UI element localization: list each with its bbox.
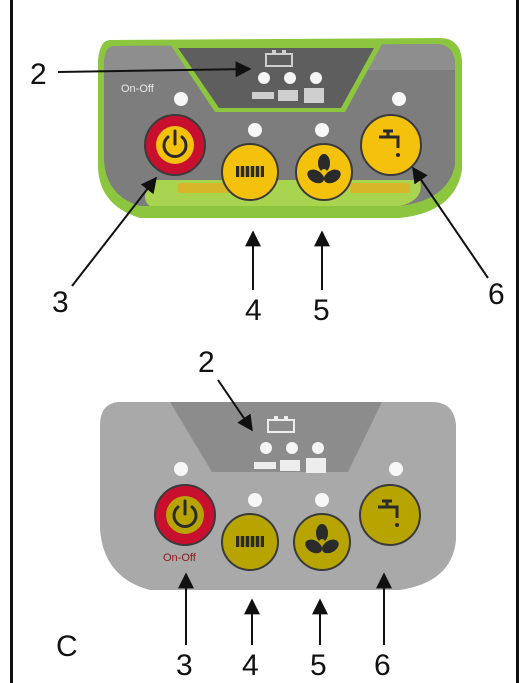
eco-label-left xyxy=(178,183,238,193)
water-tap-icon-bottom xyxy=(378,499,399,527)
display-window-top-inner xyxy=(178,48,374,108)
led-onoff-bottom xyxy=(174,462,188,476)
callout-5-top: 5 xyxy=(313,294,330,327)
led-heater-top xyxy=(248,123,262,137)
led-fan-top xyxy=(315,123,329,137)
callouts-top: 2 3 4 5 6 xyxy=(30,58,505,327)
power-icon xyxy=(162,129,188,158)
eco-label-right xyxy=(350,183,410,193)
power-button-bottom[interactable] xyxy=(154,484,216,546)
fan-icon-bottom xyxy=(305,524,339,554)
fan-button-top[interactable] xyxy=(295,143,353,201)
onoff-label-top: On-Off xyxy=(121,83,155,95)
water-tap-icon xyxy=(379,129,400,157)
fan-button-bottom[interactable] xyxy=(293,513,351,571)
level-bar-2-bottom xyxy=(280,460,300,471)
control-panel-bottom: On-Off xyxy=(100,402,456,590)
callout-4-bottom: 4 xyxy=(242,649,259,682)
display-led-2 xyxy=(284,72,296,84)
led-water-bottom xyxy=(389,462,403,476)
water-button-bottom[interactable] xyxy=(359,484,421,546)
led-heater-bottom xyxy=(248,493,262,507)
heater-button-top[interactable] xyxy=(221,143,279,201)
fan-icon xyxy=(307,154,341,184)
level-bar-2 xyxy=(278,90,298,101)
heater-icon-bottom xyxy=(236,536,264,547)
led-fan-bottom xyxy=(315,493,329,507)
heater-button-bottom[interactable] xyxy=(221,513,279,571)
callout-2-bottom: 2 xyxy=(198,346,215,379)
battery-icon xyxy=(265,53,293,67)
callout-3-bottom: 3 xyxy=(176,649,193,682)
led-onoff-top xyxy=(174,92,188,106)
frame-left-border xyxy=(10,0,13,683)
frame-right-border xyxy=(516,0,519,683)
display-window-bottom xyxy=(170,402,382,472)
callout-3-top: 3 xyxy=(52,286,69,319)
callout-5-bottom: 5 xyxy=(310,649,327,682)
power-button-top[interactable] xyxy=(144,114,206,176)
power-icon-bottom xyxy=(172,499,198,528)
battery-icon-bottom xyxy=(267,419,295,433)
callouts-bottom: 2 3 4 5 6 xyxy=(176,346,392,682)
display-led-2-bottom xyxy=(286,442,298,454)
panel-letter: C xyxy=(56,630,78,663)
callout-2-top: 2 xyxy=(30,58,47,91)
level-bar-3-bottom xyxy=(306,458,326,473)
display-led-1-bottom xyxy=(260,442,272,454)
control-panel-top: On-Off xyxy=(98,38,462,218)
led-water-top xyxy=(392,92,406,106)
level-bar-1-bottom xyxy=(254,462,276,469)
callout-6-top: 6 xyxy=(488,278,505,311)
level-bar-3 xyxy=(304,88,324,103)
heater-icon xyxy=(236,166,264,177)
level-bar-1 xyxy=(252,92,274,99)
display-led-3 xyxy=(310,72,322,84)
callout-4-top: 4 xyxy=(245,294,262,327)
onoff-label-bottom: On-Off xyxy=(163,552,197,564)
display-led-3-bottom xyxy=(312,442,324,454)
callout-6-bottom: 6 xyxy=(374,649,391,682)
water-button-top[interactable] xyxy=(360,114,422,176)
display-led-1 xyxy=(258,72,270,84)
